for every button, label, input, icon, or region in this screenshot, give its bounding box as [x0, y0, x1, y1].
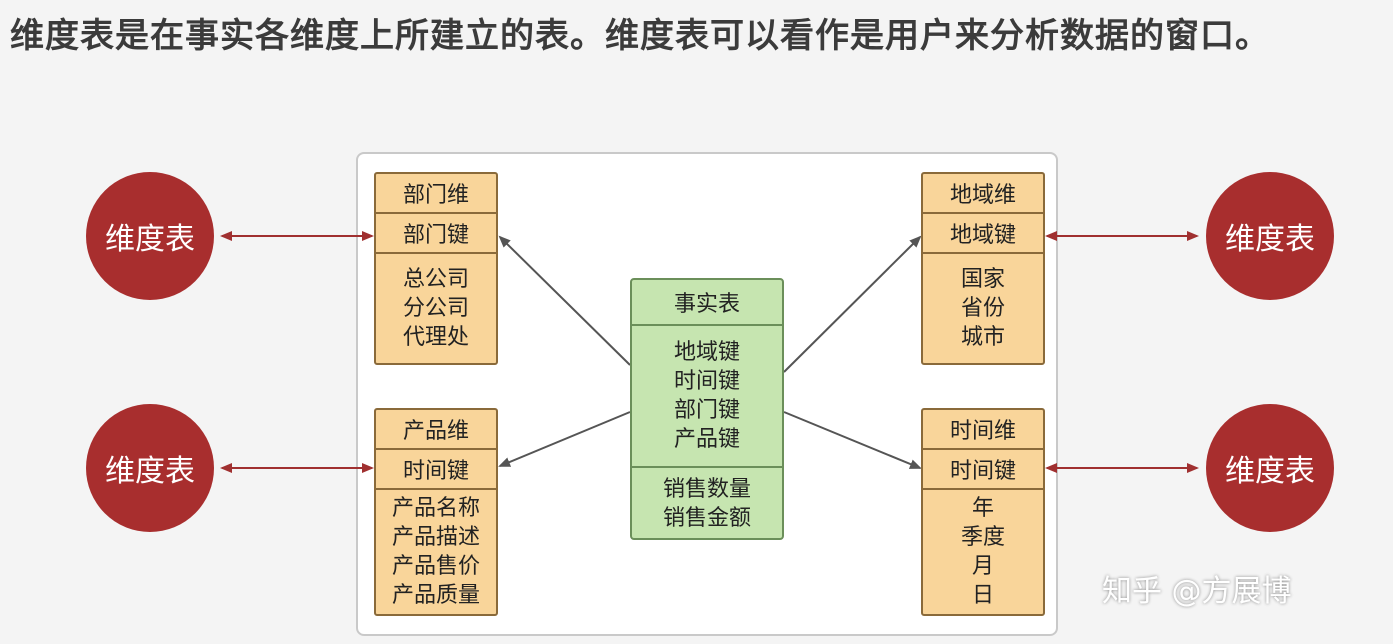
list-item: 部门键 [673, 398, 740, 423]
list-item: 分公司 [402, 296, 469, 321]
region-dimension-table: 地域维 地域键 国家 省份 城市 [921, 172, 1045, 365]
region-table-title: 地域维 [923, 174, 1043, 214]
list-item: 产品售价 [391, 554, 480, 579]
arrow-fact-to-product [498, 411, 631, 467]
time-table-key: 时间键 [923, 450, 1043, 490]
fact-table-keys: 地域键 时间键 部门键 产品键 [632, 326, 782, 468]
time-dimension-table: 时间维 时间键 年 季度 月 日 [921, 408, 1045, 616]
arrow-fact-to-dept [498, 235, 631, 366]
list-item: 城市 [960, 325, 1005, 350]
product-table-items: 产品名称 产品描述 产品售价 产品质量 [376, 490, 496, 614]
product-table-key: 时间键 [376, 450, 496, 490]
time-table-title: 时间维 [923, 410, 1043, 450]
list-item: 时间键 [673, 369, 740, 394]
dept-table-key: 部门键 [376, 214, 496, 254]
list-item: 产品描述 [391, 525, 480, 550]
dimension-circle-top-right: 维度表 [1206, 172, 1334, 300]
list-item: 地域键 [673, 340, 740, 365]
zhihu-watermark: 知乎 @方展博 [1102, 574, 1292, 609]
fact-table-title: 事实表 [632, 280, 782, 326]
list-item: 销售数量 [662, 477, 751, 502]
product-table-title: 产品维 [376, 410, 496, 450]
list-item: 季度 [960, 525, 1005, 550]
list-item: 日 [971, 583, 994, 608]
dept-dimension-table: 部门维 部门键 总公司 分公司 代理处 [374, 172, 498, 365]
list-item: 月 [971, 554, 994, 579]
dimension-circle-top-left: 维度表 [86, 172, 214, 300]
region-table-key: 地域键 [923, 214, 1043, 254]
dimension-circle-bottom-right: 维度表 [1206, 404, 1334, 532]
list-item: 代理处 [402, 325, 469, 350]
list-item: 产品质量 [391, 583, 480, 608]
page-heading: 维度表是在事实各维度上所建立的表。维度表可以看作是用户来分析数据的窗口。 [10, 16, 1270, 56]
fact-table: 事实表 地域键 时间键 部门键 产品键 销售数量 销售金额 [630, 278, 784, 540]
arrow-fact-to-time [783, 411, 922, 469]
dept-table-title: 部门维 [376, 174, 496, 214]
product-dimension-table: 产品维 时间键 产品名称 产品描述 产品售价 产品质量 [374, 408, 498, 616]
list-item: 总公司 [402, 267, 469, 292]
list-item: 国家 [960, 267, 1005, 292]
list-item: 年 [971, 496, 994, 521]
list-item: 产品名称 [391, 496, 480, 521]
time-table-items: 年 季度 月 日 [923, 490, 1043, 614]
list-item: 销售金额 [662, 506, 751, 531]
dimension-circle-bottom-left: 维度表 [86, 404, 214, 532]
dept-table-items: 总公司 分公司 代理处 [376, 254, 496, 363]
region-table-items: 国家 省份 城市 [923, 254, 1043, 363]
list-item: 省份 [960, 296, 1005, 321]
list-item: 产品键 [673, 427, 740, 452]
fact-table-measures: 销售数量 销售金额 [632, 468, 782, 540]
arrow-fact-to-region [783, 235, 922, 373]
